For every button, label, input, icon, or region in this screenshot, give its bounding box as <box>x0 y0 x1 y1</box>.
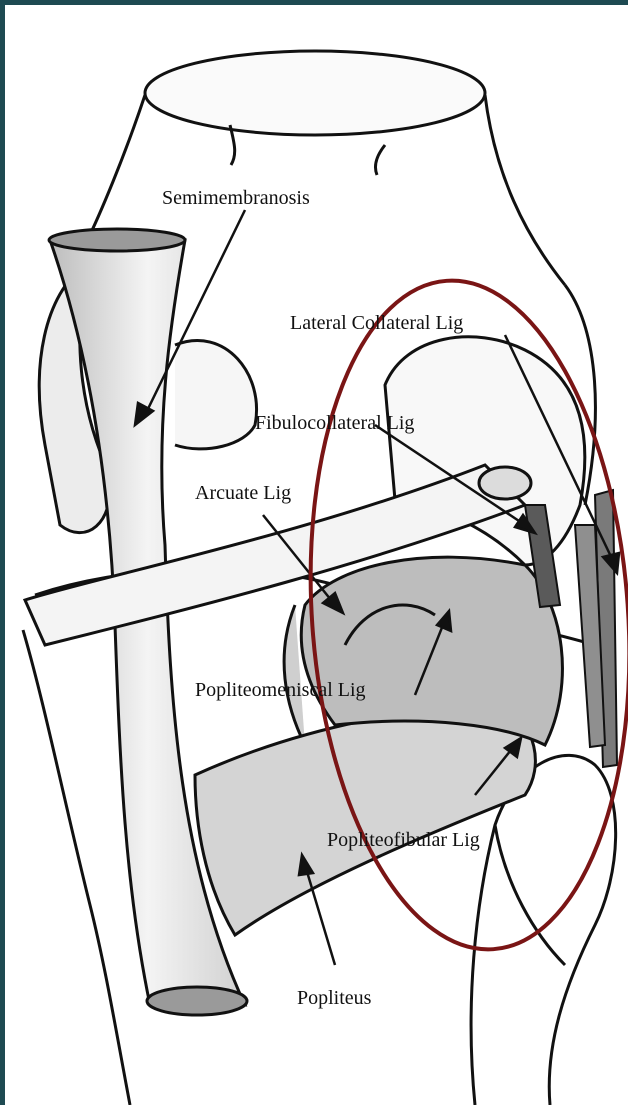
label-popliteus: Popliteus <box>297 988 371 1008</box>
label-lateral-collateral-lig: Lateral Collateral Lig <box>290 313 463 333</box>
label-popliteomeniscal-lig: Popliteomeniscal Lig <box>195 680 366 700</box>
label-semimembranosis: Semimembranosis <box>162 188 310 208</box>
knee-posterolateral-anatomy-drawing <box>5 5 628 1105</box>
label-popliteofibular-lig: Popliteofibular Lig <box>327 830 480 850</box>
label-arcuate-lig: Arcuate Lig <box>195 483 291 503</box>
label-fibulocollateral-lig: Fibulocollateral Lig <box>255 413 414 433</box>
